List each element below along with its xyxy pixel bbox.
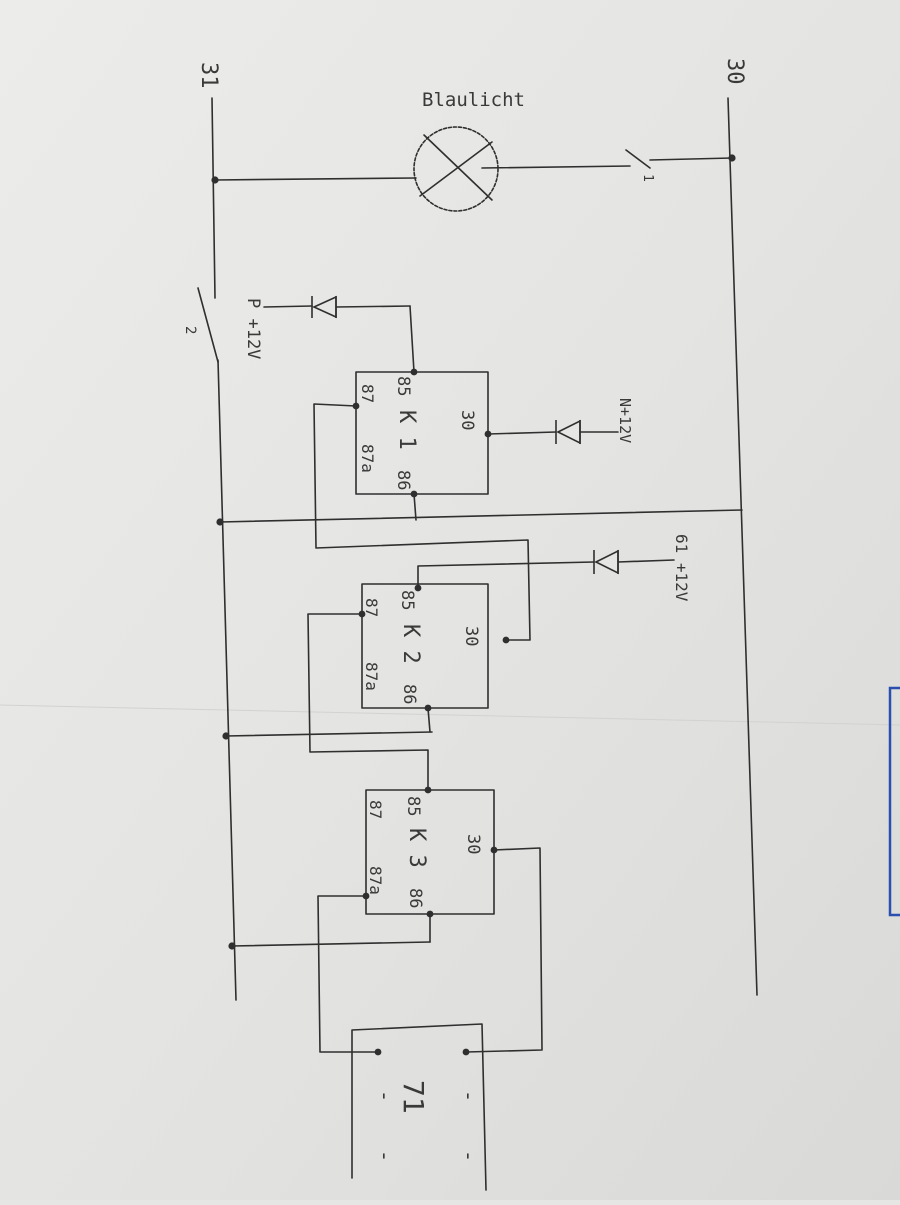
switch-1-label: 1: [640, 174, 655, 182]
paper-fold: [0, 704, 900, 726]
pin-k3-85: [424, 786, 432, 794]
pin-k2-86: [424, 704, 432, 712]
diode-p: [311, 295, 337, 319]
module-dash-1: -: [457, 1090, 481, 1102]
pin-module-left: [374, 1048, 382, 1056]
junction-rail31-k3: [228, 942, 236, 950]
lamp-label: Blaulicht: [422, 89, 525, 111]
k2-name: K 2: [398, 624, 423, 664]
k3-pin-87a: 87a: [366, 866, 385, 895]
k3-pin-87: 87: [366, 800, 385, 819]
wire-lamp-ground: [214, 177, 417, 181]
wire-61-to-k2-85: [417, 561, 595, 589]
module-dash-4: -: [373, 1150, 397, 1162]
k1-name: K 1: [394, 410, 419, 450]
k2-pin-30: 30: [461, 626, 481, 646]
diode-61-label: 61 +12V: [672, 534, 691, 602]
wire-k1-30: [487, 431, 557, 435]
k2-pin-87: 87: [362, 598, 381, 617]
pin-k2-85: [414, 584, 422, 592]
pin-k2-30: [502, 636, 510, 644]
diode-p-label: P +12V: [243, 298, 263, 359]
wire-p-input: [263, 305, 313, 308]
pin-k2-87: [358, 610, 366, 618]
module-71: 71 - - - -: [373, 1080, 481, 1162]
wiring: [197, 97, 758, 1191]
switch-2-blade: [197, 287, 219, 363]
wire-k2-86-ground: [225, 731, 433, 737]
diode-n-label: N+12V: [616, 398, 634, 443]
switch-2-label: 2: [182, 326, 198, 334]
junction-dots: [211, 154, 736, 1056]
k1-pin-87a: 87a: [358, 444, 377, 473]
junction-rail31-k1: [216, 518, 224, 526]
wire-k3-87a-to-module: [317, 895, 379, 1053]
rail-30-label: 30: [722, 58, 747, 85]
wire-k1-86-down: [413, 493, 417, 521]
wire-lamp-switch: [481, 165, 631, 169]
lamp-cross-b: [419, 141, 493, 197]
pin-k3-87a: [362, 892, 370, 900]
lamp-housing: [413, 126, 499, 212]
rail-30: [727, 97, 758, 996]
wire-k1-87-to-k2-30: [313, 403, 531, 641]
k1-pin-30: 30: [457, 410, 477, 430]
module-71-box: [351, 1023, 487, 1191]
pin-k3-86: [426, 910, 434, 918]
k2-pin-86: 86: [399, 684, 419, 704]
switch-1-blade: [625, 149, 651, 169]
relay-k1: 85 K 1 86 87 87a 30: [358, 376, 477, 490]
wire-p-to-k1-85: [409, 305, 415, 373]
wire-86-bus: [219, 509, 743, 523]
k2-pin-87a: 87a: [362, 662, 381, 691]
pin-k3-30: [490, 846, 498, 854]
k1-pin-85: 85: [393, 376, 413, 396]
rail-31-label: 31: [196, 62, 221, 89]
junction-rail31-k2: [222, 732, 230, 740]
k3-name: K 3: [404, 828, 429, 868]
k2-pin-85: 85: [397, 590, 417, 610]
diodes: [311, 295, 619, 575]
junction-rail31-lamp: [211, 176, 219, 184]
wire-k3-86-ground: [231, 941, 431, 947]
k1-pin-86: 86: [393, 470, 413, 490]
wire-61-input: [617, 559, 675, 563]
k3-pin-86: 86: [405, 888, 425, 908]
relay-k2: 85 K 2 86 87 87a 30: [362, 590, 481, 704]
wire-k3-30-to-module: [465, 847, 543, 1053]
k1-pin-87: 87: [358, 384, 377, 403]
relay-k3: 85 K 3 86 87 87a 30: [366, 796, 483, 908]
wire-switch1-rail: [649, 157, 733, 161]
diode-61: [593, 549, 619, 575]
pin-k1-85: [410, 368, 418, 376]
junction-rail30-lamp: [728, 154, 736, 162]
wire-k2-86-down: [427, 707, 431, 733]
wire-k2-87-to-k3-85: [307, 613, 429, 791]
module-dash-3: -: [373, 1090, 397, 1102]
rail-31-upper: [211, 97, 216, 299]
wire-p-diode-out: [335, 305, 411, 308]
module-71-label: 71: [397, 1080, 430, 1114]
blue-note-edge: [888, 686, 900, 917]
pin-k1-30: [484, 430, 492, 438]
k3-pin-85: 85: [403, 796, 423, 816]
pin-k1-86: [410, 490, 418, 498]
module-dash-2: -: [457, 1150, 481, 1162]
pin-k1-87: [352, 402, 360, 410]
k3-pin-30: 30: [463, 834, 483, 854]
rail-31-lower: [217, 359, 237, 1001]
pin-module-right: [462, 1048, 470, 1056]
diode-n: [555, 419, 581, 445]
